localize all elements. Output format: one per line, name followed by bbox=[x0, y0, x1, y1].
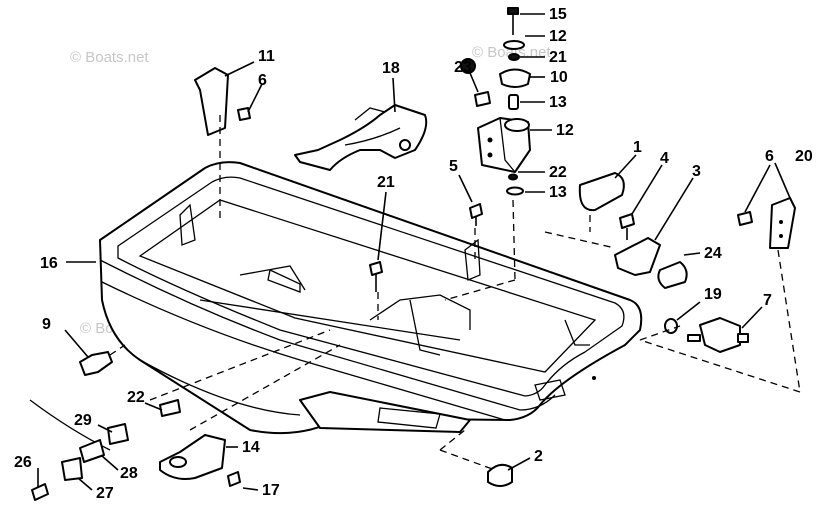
callout-6-left: 6 bbox=[258, 72, 267, 89]
washers-lower bbox=[506, 173, 524, 196]
callout-19: 19 bbox=[704, 286, 722, 303]
callout-12-top: 12 bbox=[549, 28, 567, 45]
part-18-bracket bbox=[294, 104, 428, 171]
callout-29: 29 bbox=[74, 412, 92, 429]
callout-22-bottom: 22 bbox=[549, 164, 567, 181]
callout-24: 23 bbox=[454, 59, 472, 76]
callout-25: 24 bbox=[704, 245, 722, 262]
callout-10: 9 bbox=[42, 316, 51, 333]
callout-23: 22 bbox=[127, 389, 145, 406]
part-24-screw bbox=[460, 58, 491, 107]
part-3-latch bbox=[614, 237, 661, 276]
part-7-fitting bbox=[664, 317, 749, 353]
lower-cowl bbox=[99, 161, 643, 435]
callout-7: 7 bbox=[763, 292, 772, 309]
part-13-bracket bbox=[159, 434, 226, 480]
part-23-clip bbox=[159, 399, 181, 417]
callout-15: 17 bbox=[262, 482, 280, 499]
callout-28: 28 bbox=[120, 465, 138, 482]
callout-22-top: 21 bbox=[549, 49, 567, 66]
part-2-grommet bbox=[487, 463, 513, 487]
callout-18: 18 bbox=[382, 60, 400, 77]
callout-11: 12 bbox=[556, 122, 574, 139]
callout-1: 1 bbox=[633, 139, 642, 156]
watermark-1: © Boats.net bbox=[70, 49, 149, 66]
callout-13: 14 bbox=[242, 439, 260, 456]
part-15-screw bbox=[227, 471, 241, 487]
callout-labels: 15 12 21 10 13 12 22 13 23 18 11 6 16 9 … bbox=[14, 6, 813, 502]
part-25-bumper bbox=[657, 261, 688, 289]
callout-20: 20 bbox=[795, 148, 813, 165]
callout-16: 16 bbox=[40, 255, 58, 272]
part-4-screw bbox=[619, 213, 635, 240]
callout-17: 15 bbox=[549, 6, 567, 23]
leader-lines bbox=[37, 13, 791, 491]
callout-8: 10 bbox=[550, 69, 568, 86]
callout-21: 21 bbox=[377, 174, 395, 191]
callout-26: 26 bbox=[14, 454, 32, 471]
callout-12-bottom: 13 bbox=[549, 184, 567, 201]
part-1-cap bbox=[578, 172, 625, 212]
cable-group bbox=[29, 399, 129, 501]
callout-6-right: 6 bbox=[765, 148, 774, 165]
screws-5-21 bbox=[369, 203, 483, 292]
callout-4: 4 bbox=[660, 150, 669, 167]
callout-5: 5 bbox=[449, 158, 458, 175]
callout-9: 11 bbox=[258, 48, 275, 65]
callout-14: 13 bbox=[549, 94, 567, 111]
fastener-stack bbox=[499, 7, 531, 110]
guide-lines bbox=[109, 115, 801, 471]
part-20-bracket bbox=[737, 197, 796, 249]
callout-2: 2 bbox=[534, 448, 543, 465]
part-9-bracket bbox=[194, 67, 251, 136]
part-10-plug bbox=[79, 351, 113, 376]
part-11-bracket bbox=[477, 117, 531, 173]
callout-27: 27 bbox=[96, 485, 114, 502]
callout-3: 3 bbox=[692, 163, 701, 180]
